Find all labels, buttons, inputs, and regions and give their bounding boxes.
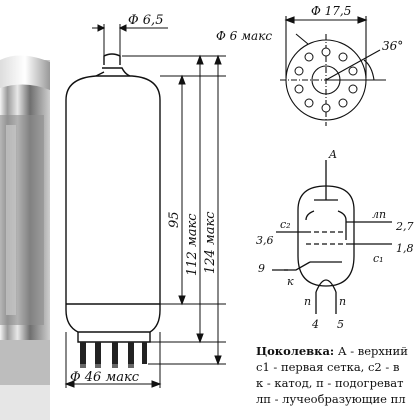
schematic-grid1-label: c₁: [373, 252, 384, 265]
schematic-pin-5: 5: [337, 318, 344, 331]
base-diameter-label: Φ 46 макс: [70, 370, 140, 385]
socket-outer-diameter-label: Φ 17,5: [311, 4, 351, 18]
schematic-deflecting-label: лп: [372, 208, 386, 221]
socket-pin-diameter-label: Φ 6 макс: [216, 29, 272, 43]
schematic-pin-2-7: 2,7: [395, 220, 414, 233]
tube-photo: [0, 55, 50, 420]
height-95-label: 95: [167, 211, 182, 228]
schematic-cathode-label: к: [287, 275, 294, 288]
schematic-grid2-label: c₂: [280, 218, 291, 231]
legend-line-4: лп - лучеобразующие пл: [256, 392, 406, 406]
socket-pins: [294, 47, 358, 113]
schematic-heater-right-label: п: [339, 295, 346, 308]
schematic-pin-3-6: 3,6: [256, 234, 274, 247]
tube-schematic: [272, 160, 392, 314]
legend-line-2: с1 - первая сетка, с2 - в: [256, 360, 400, 374]
schematic-heater-left-label: п: [304, 295, 311, 308]
legend-line-3: к - катод, п - подогреват: [256, 376, 404, 390]
top-diameter-label: Φ 6,5: [128, 13, 163, 28]
height-dimensions: [122, 54, 226, 366]
schematic-pin-9: 9: [258, 262, 265, 275]
legend-line-1: Цоколевка: А - верхний: [256, 343, 420, 359]
base-diameter-dimension: [64, 332, 162, 388]
height-112-label: 112 макс: [185, 213, 200, 276]
pinout-legend: Цоколевка: А - верхний с1 - первая сетка…: [256, 343, 420, 407]
legend-title: Цоколевка:: [256, 344, 335, 358]
schematic-pin-1-8: 1,8: [396, 242, 414, 255]
height-124-label: 124 макс: [203, 211, 218, 274]
base-pins: [80, 342, 147, 364]
tube-outline: [65, 53, 161, 343]
schematic-anode-label: A: [328, 148, 337, 161]
schematic-pin-4: 4: [311, 318, 319, 331]
legend-line-1-rest: А - верхний: [334, 344, 408, 358]
base-pin-stubs: [80, 364, 134, 368]
top-diameter-dimension: [92, 24, 168, 58]
socket-angle-label: 36°: [382, 39, 403, 53]
